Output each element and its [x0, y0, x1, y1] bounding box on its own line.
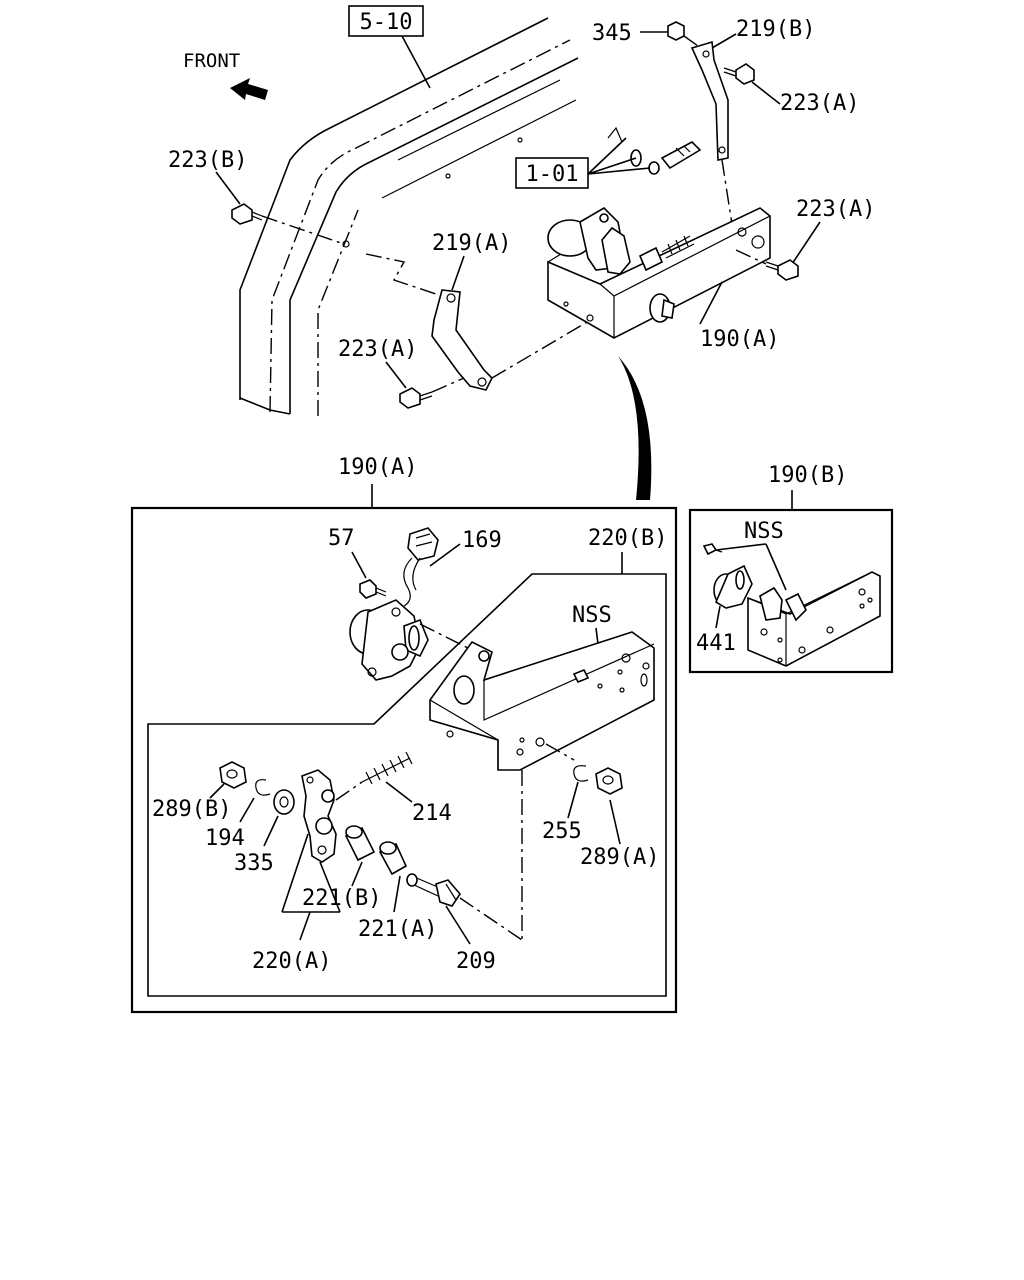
pin-209[interactable] — [406, 873, 462, 907]
callout-190a-box[interactable]: 190(A) — [338, 455, 417, 480]
callout-289b[interactable]: 289(B) — [152, 797, 231, 822]
detail-box-190b — [688, 508, 894, 674]
callout-441[interactable]: 441 — [696, 631, 736, 656]
callout-194[interactable]: 194 — [205, 826, 245, 851]
ref-label-1-01: 1-01 — [526, 162, 579, 187]
callout-209[interactable]: 209 — [456, 949, 496, 974]
callout-345[interactable]: 345 — [592, 21, 632, 46]
screw-441-top[interactable] — [702, 543, 723, 556]
bushing-221b[interactable] — [344, 825, 376, 862]
inner-frame-220 — [147, 573, 667, 997]
callout-223b[interactable]: 223(B) — [168, 148, 247, 173]
clip-194[interactable] — [255, 779, 271, 796]
nut-289b[interactable] — [219, 761, 247, 789]
lever-220a[interactable] — [301, 769, 337, 863]
cable-rod[interactable] — [607, 126, 702, 175]
detail-box-190a — [130, 506, 678, 1014]
callout-190a-top[interactable]: 190(A) — [700, 327, 779, 352]
cab-panel-outline — [239, 17, 579, 416]
bolt-223b[interactable] — [231, 203, 263, 225]
assembly-190a-top[interactable] — [547, 206, 771, 339]
callout-190b-box[interactable]: 190(B) — [768, 463, 847, 488]
callout-169[interactable]: 169 — [462, 528, 502, 553]
nut-345[interactable] — [667, 21, 685, 41]
callout-221a[interactable]: 221(A) — [358, 917, 437, 942]
bracket-219b[interactable] — [690, 40, 729, 161]
bracket-219a[interactable] — [431, 289, 493, 391]
callout-220b[interactable]: 220(B) — [588, 526, 667, 551]
ref-box-5-10[interactable]: 5-10 — [348, 5, 424, 37]
bolt-223a-top[interactable] — [723, 63, 755, 85]
assembly-190b[interactable] — [713, 564, 881, 667]
clip-255[interactable] — [573, 765, 589, 782]
sensor-169[interactable] — [349, 527, 439, 681]
callout-223a-right[interactable]: 223(A) — [796, 197, 875, 222]
callout-57[interactable]: 57 — [328, 526, 355, 551]
callout-223a-top[interactable]: 223(A) — [780, 91, 859, 116]
callout-221b[interactable]: 221(B) — [302, 886, 381, 911]
spring-214[interactable] — [361, 751, 413, 785]
callout-214[interactable]: 214 — [412, 801, 452, 826]
washer-335[interactable] — [273, 789, 295, 815]
nut-289a[interactable] — [595, 767, 623, 795]
front-arrow-icon — [230, 78, 268, 100]
ref-label-5-10: 5-10 — [360, 10, 413, 35]
callout-220a[interactable]: 220(A) — [252, 949, 331, 974]
bolt-223a-right[interactable] — [765, 259, 799, 281]
callout-nss-b[interactable]: NSS — [744, 519, 784, 544]
callout-219a[interactable]: 219(A) — [432, 231, 511, 256]
callout-223a-left[interactable]: 223(A) — [338, 337, 417, 362]
ref-box-1-01[interactable]: 1-01 — [515, 157, 589, 189]
callout-255[interactable]: 255 — [542, 819, 582, 844]
screw-57[interactable] — [359, 579, 387, 599]
callout-335[interactable]: 335 — [234, 851, 274, 876]
front-label: FRONT — [183, 50, 240, 72]
bushing-221a[interactable] — [378, 841, 408, 876]
bolt-223a-left[interactable] — [399, 387, 433, 409]
callout-219b[interactable]: 219(B) — [736, 17, 815, 42]
detail-arrow — [618, 356, 652, 500]
callout-289a[interactable]: 289(A) — [580, 845, 659, 870]
bracket-220b[interactable] — [429, 631, 655, 771]
callout-nss-a[interactable]: NSS — [572, 603, 612, 628]
